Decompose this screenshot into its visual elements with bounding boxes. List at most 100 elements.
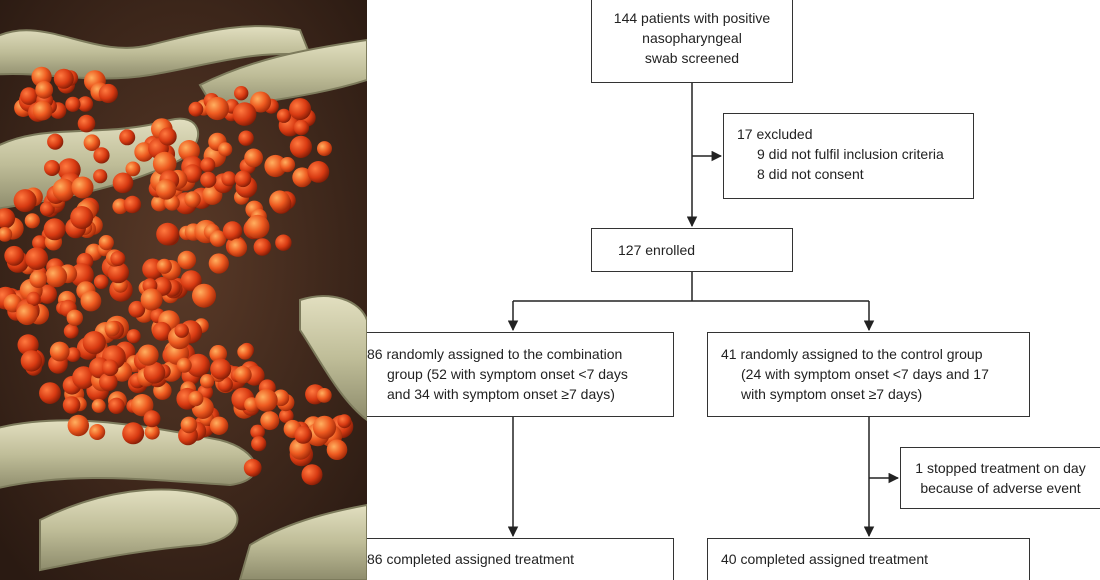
virion-207 (155, 179, 177, 200)
virion-185 (228, 238, 248, 257)
virion-120 (156, 222, 180, 246)
virion-143 (13, 189, 37, 213)
virion-196 (276, 108, 291, 123)
virion-192 (152, 151, 177, 176)
virion-40 (32, 235, 48, 251)
virion-209 (275, 234, 292, 251)
excluded-header: 17 excluded (737, 126, 813, 142)
virion-294 (250, 424, 265, 440)
virion-269 (20, 350, 43, 372)
virion-208 (307, 161, 330, 183)
virion-47 (25, 247, 49, 270)
virion-203 (234, 170, 252, 188)
virion-64 (125, 161, 141, 177)
virion-151 (238, 130, 254, 146)
virion-99 (119, 129, 136, 146)
virion-133 (66, 309, 84, 326)
virion-279 (143, 410, 161, 428)
virion-223 (209, 345, 227, 363)
virion-281 (279, 408, 294, 424)
virion-146 (209, 230, 227, 247)
cell-body-6 (238, 503, 367, 580)
virion-319 (35, 80, 54, 99)
virion-193 (184, 191, 201, 208)
screened-line-2: nasopharyngeal (642, 30, 742, 46)
combination-completed-label: 86 completed assigned treatment (367, 551, 575, 567)
virion-320 (32, 100, 53, 121)
virion-81 (177, 250, 197, 270)
virion-301 (312, 415, 337, 439)
virion-145 (110, 251, 126, 267)
virion-288 (337, 414, 352, 429)
virion-22 (91, 398, 106, 413)
excluded-reason-1: 9 did not fulfil inclusion criteria (757, 146, 944, 162)
virion-135 (80, 290, 102, 312)
virion-142 (77, 114, 96, 133)
control-completed-box: 40 completed assigned treatment (707, 538, 1030, 580)
virion-70 (24, 213, 40, 229)
virion-180 (222, 221, 243, 241)
combination-line-2: group (52 with symptom onset <7 days (387, 366, 628, 382)
virion-45 (70, 263, 94, 287)
virion-10 (63, 323, 79, 339)
virion-271 (104, 321, 120, 337)
control-line-2: (24 with symptom onset <7 days and 17 (741, 366, 989, 382)
virion-217 (144, 424, 160, 440)
virion-176 (234, 86, 249, 101)
virion-254 (152, 321, 172, 341)
virion-199 (221, 171, 237, 187)
combination-completed-box: 86 completed assigned treatment (367, 538, 674, 580)
virion-112 (108, 397, 125, 414)
control-line-1: 41 randomly assigned to the control grou… (721, 346, 983, 362)
virion-119 (180, 270, 202, 292)
stopped-line-1: 1 stopped treatment on day (915, 460, 1086, 476)
stopped-line-2: because of adverse event (920, 480, 1081, 496)
virion-139 (70, 206, 94, 229)
cell-body-4 (39, 488, 239, 572)
virion-195 (188, 101, 204, 117)
virion-278 (234, 365, 252, 384)
virion-253 (176, 357, 192, 373)
virion-274 (101, 359, 119, 377)
virion-114 (107, 261, 129, 284)
virion-198 (232, 102, 257, 126)
virion-312 (20, 87, 38, 105)
enrolled-label: 127 enrolled (618, 242, 696, 258)
control-group-box: 41 randomly assigned to the control grou… (707, 332, 1030, 417)
virion-300 (316, 388, 332, 403)
virion-205 (289, 98, 312, 121)
combination-line-1: 86 randomly assigned to the combination (367, 346, 623, 362)
virion-242 (131, 394, 154, 417)
virion-237 (186, 353, 210, 378)
virion-268 (82, 331, 106, 355)
virion-260 (143, 361, 166, 384)
virion-121 (98, 235, 114, 251)
control-line-3: with symptom onset ≥7 days) (741, 386, 923, 402)
virion-148 (140, 288, 163, 311)
stopped-treatment-box: 1 stopped treatment on day because of ad… (900, 447, 1100, 509)
cell-body-5 (299, 295, 367, 422)
virion-262 (39, 382, 61, 404)
virion-276 (209, 416, 229, 435)
virion-54 (123, 195, 142, 214)
virion-229 (122, 422, 145, 445)
virion-38 (126, 329, 141, 344)
virion-206 (245, 214, 270, 239)
virion-89 (156, 258, 172, 274)
combination-group-box: 86 randomly assigned to the combination … (367, 332, 674, 417)
virion-113 (52, 178, 75, 201)
virion-173 (289, 135, 312, 158)
virion-313 (77, 96, 94, 112)
virion-36 (83, 134, 101, 151)
virion-57 (93, 274, 109, 290)
virion-265 (174, 323, 189, 338)
virion-303 (254, 389, 278, 412)
virion-241 (49, 341, 70, 362)
virion-62 (93, 147, 110, 164)
virion-122 (4, 245, 25, 266)
virion-91 (0, 227, 13, 242)
virion-304 (294, 426, 313, 444)
virion-177 (279, 157, 296, 173)
virion-201 (200, 171, 217, 188)
